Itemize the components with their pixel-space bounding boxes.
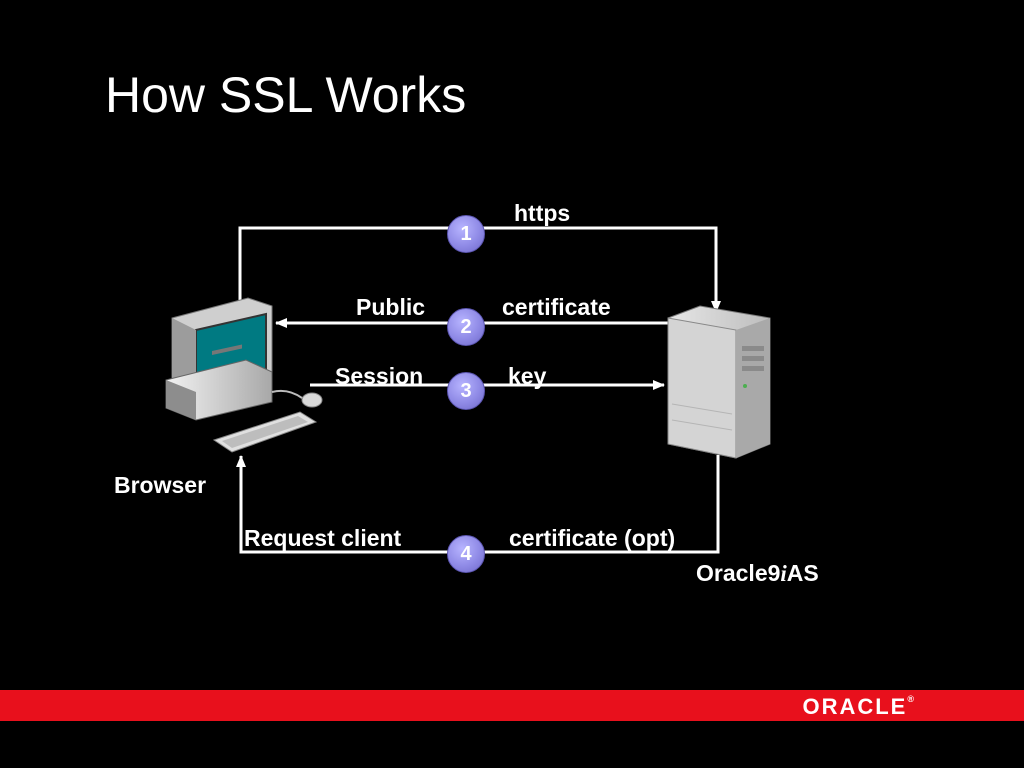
oracle-logo-mark: ®	[907, 694, 914, 704]
oracle-logo-text: ORACLE	[802, 694, 908, 719]
step-4-left-label: Request client	[244, 525, 402, 551]
oracle-logo: ORACLE®	[802, 694, 914, 720]
step-4-badge: 4	[447, 535, 485, 573]
step-3-badge: 3	[447, 372, 485, 410]
step-3-right-label: key	[508, 363, 547, 389]
step-4-right-label: certificate (opt)	[509, 525, 676, 551]
step-1-label: https	[514, 200, 571, 226]
server-tower-icon	[667, 305, 771, 459]
step-3-left-label: Session	[335, 363, 424, 389]
browser-computer-icon	[165, 297, 323, 453]
footer-bar: ORACLE®	[0, 690, 1024, 721]
ssl-flow-diagram	[165, 226, 771, 554]
step-1-badge: 1	[447, 215, 485, 253]
slide-title: How SSL Works	[105, 67, 467, 123]
server-label-prefix: Oracle9	[696, 560, 781, 586]
browser-label: Browser	[114, 472, 207, 498]
server-label-suffix: AS	[786, 560, 819, 586]
server-label: Oracle9iAS	[696, 560, 819, 586]
step-2-right-label: certificate	[502, 294, 611, 320]
step-2-left-label: Public	[356, 294, 426, 320]
server-label-italic: i	[780, 561, 787, 586]
step-2-badge: 2	[447, 308, 485, 346]
